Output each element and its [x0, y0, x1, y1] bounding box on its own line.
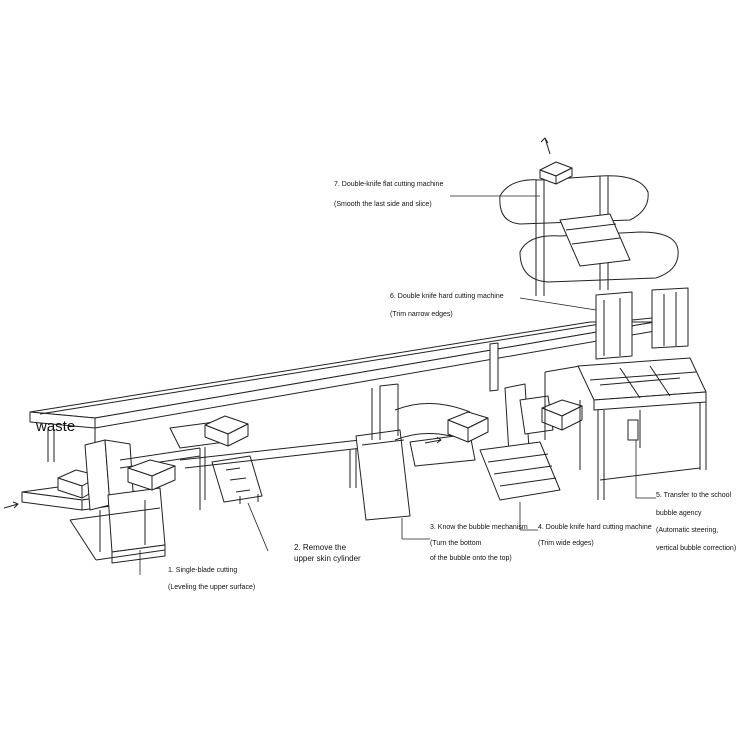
- station-4-title: 4. Double knife hard cutting machine: [538, 524, 652, 531]
- station-1-title: 1. Single-blade cutting: [168, 567, 238, 574]
- station-6-machine: [595, 287, 689, 360]
- infeed-arrow-icon: [3, 501, 19, 509]
- station-3-note-line1: (Turn the bottom: [430, 540, 482, 547]
- station-3-note-line2: of the bubble onto the top): [430, 555, 512, 562]
- station-4-machine: [479, 342, 583, 501]
- station-7-note: (Smooth the last side and slice): [334, 201, 432, 208]
- station-2-title-line2: upper skin cylinder: [294, 554, 361, 563]
- station-5-line2: bubble agency: [656, 510, 702, 517]
- station-6-note: (Trim narrow edges): [390, 311, 453, 318]
- station-6-title: 6. Double knife hard cutting machine: [390, 293, 504, 300]
- waste-conveyor: [29, 321, 656, 462]
- station-1-machine: [69, 439, 206, 564]
- station-3-title: 3. Know the bubble mechanism: [430, 524, 528, 531]
- station-2-machine: [169, 415, 363, 510]
- waste-label: waste: [36, 418, 76, 435]
- station-4-note: (Trim wide edges): [538, 540, 594, 547]
- station-2-title-line1: 2. Remove the: [294, 543, 347, 552]
- station-5-line3: (Automatic steering,: [656, 527, 719, 534]
- outfeed-arrow-icon: [540, 137, 551, 155]
- station-7-machine: [499, 161, 679, 296]
- station-1-note: (Leveling the upper surface): [168, 584, 256, 591]
- station-3-machine: [355, 383, 489, 521]
- leader-lines: [139, 195, 656, 575]
- station-5-line4: vertical bubble correction): [656, 545, 737, 552]
- station-5-machine: [577, 357, 707, 500]
- station-5-line1: 5. Transfer to the school: [656, 492, 732, 499]
- station-7-title: 7. Double-knife flat cutting machine: [334, 181, 444, 188]
